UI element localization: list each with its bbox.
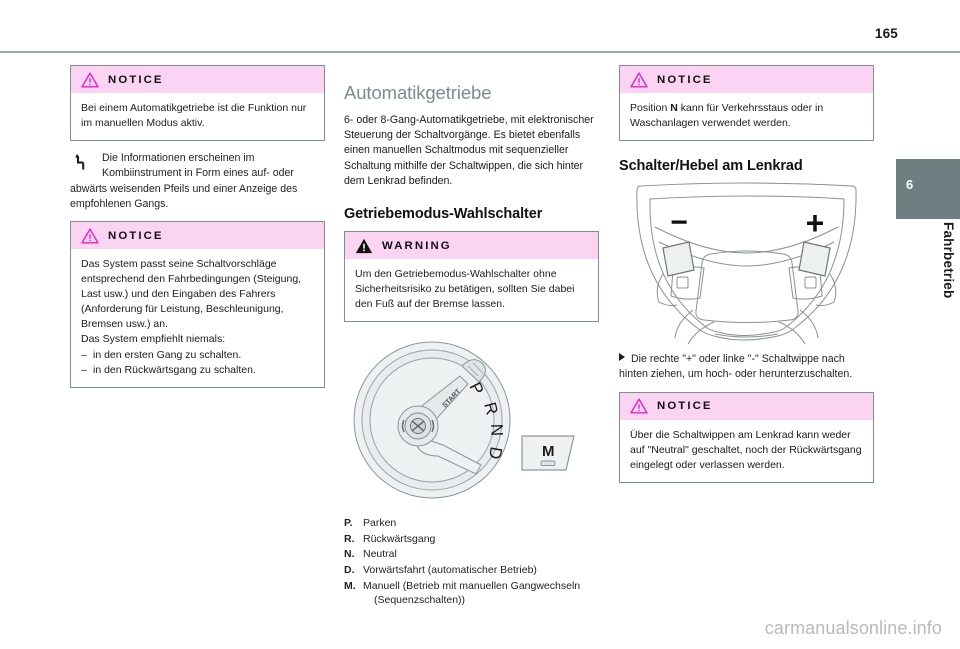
notice-text: Bei einem Automatikgetriebe ist die Funk…: [81, 102, 307, 130]
dash-marker: –: [81, 363, 87, 376]
notice-text-pre: Position: [630, 102, 671, 114]
notice-box-manual-mode: NOTICE Bei einem Automatikgetriebe ist d…: [70, 65, 325, 142]
dial-label-n: N: [487, 424, 506, 437]
notice-header: NOTICE: [620, 66, 873, 93]
notice-text-bold: N: [670, 102, 678, 114]
notice-title: NOTICE: [657, 400, 713, 413]
rotary-gear-selector-diagram: START P R N D M: [344, 332, 599, 507]
legend-key: R.: [344, 532, 355, 545]
section-heading-automatikgetriebe: Automatikgetriebe: [344, 82, 492, 103]
intro-paragraph: 6- oder 8-Gang-Automatikgetriebe, mit el…: [344, 114, 594, 187]
notice-box-paddle-limits: NOTICE Über die Schaltwippen am Lenkrad …: [619, 391, 874, 483]
notice-dash-list: – in den ersten Gang zu schalten. – in d…: [81, 348, 314, 378]
notice-header: NOTICE: [620, 392, 873, 420]
legend-key: D.: [344, 564, 355, 577]
notice-header: NOTICE: [71, 222, 324, 249]
legend-value: Parken: [363, 517, 397, 530]
column-middle: Automatikgetriebe 6- oder 8-Gang-Automat…: [344, 56, 599, 609]
note-line-2: Kombiinstrument in Form eines auf- oder: [102, 167, 294, 180]
legend-key: P.: [344, 517, 353, 530]
dash-marker: –: [81, 348, 87, 361]
legend-value-text: Manuell (Betrieb mit manuellen Gangwechs…: [363, 579, 581, 592]
gear-indicator-note-text: Die Informationen erscheinen im Kombiins…: [70, 151, 325, 212]
warning-triangle-outline-icon: [81, 71, 99, 88]
legend-item-r: R. Rückwärtsgang: [344, 532, 599, 547]
column-right: NOTICE Position N kann für Verkehrsstaus…: [619, 56, 874, 493]
chapter-tab-number: 6: [906, 177, 914, 192]
legend-item-n: N. Neutral: [344, 547, 599, 562]
warning-triangle-outline-icon: [630, 398, 648, 414]
notice-title: NOTICE: [657, 73, 713, 86]
warning-box-selector: WARNING Um den Getriebemodus-Wahlschalte…: [344, 231, 599, 323]
notice-paragraph-2: Das System empfiehlt niemals:: [81, 333, 226, 346]
legend-key: M.: [344, 579, 356, 592]
steering-wheel-illustration: − +: [636, 182, 857, 345]
notice-body: Über die Schaltwippen am Lenkrad kann we…: [620, 420, 873, 482]
list-item: – in den Rückwärtsgang zu schalten.: [81, 363, 314, 378]
legend-value: Vorwärtsfahrt (automatischer Betrieb): [363, 564, 537, 577]
note-line-4: empfohlenen Gangs.: [70, 197, 169, 210]
paddle-minus-label: −: [670, 206, 688, 239]
legend-value: Rückwärtsgang: [363, 532, 436, 545]
legend-item-m: M. Manuell (Betrieb mit manuellen Gangwe…: [344, 579, 599, 608]
list-item-text: in den Rückwärtsgang zu schalten.: [93, 363, 256, 376]
legend-value: Neutral: [363, 548, 397, 561]
notice-body: Bei einem Automatikgetriebe ist die Funk…: [71, 93, 324, 140]
paddle-plus-label: +: [806, 205, 825, 241]
manual-button-label: M: [542, 443, 555, 460]
site-watermark: carmanualsonline.info: [764, 618, 942, 638]
legend-item-p: P. Parken: [344, 516, 599, 531]
subsection-heading-lenkrad: Schalter/Hebel am Lenkrad: [619, 158, 803, 175]
warning-header: WARNING: [345, 232, 598, 260]
page-header: 165: [0, 0, 960, 56]
warning-triangle-solid-icon: [355, 238, 373, 253]
gear-shift-indicator-icon: [75, 153, 85, 170]
warning-triangle-outline-icon: [81, 227, 99, 244]
dial-label-d: D: [485, 446, 506, 461]
warning-title: WARNING: [382, 239, 452, 252]
notice-box-neutral-position: NOTICE Position N kann für Verkehrsstaus…: [619, 65, 874, 142]
paddle-usage-instruction: Die rechte "+" oder linke "-" Schaltwipp…: [619, 352, 874, 382]
column-left: NOTICE Bei einem Automatikgetriebe ist d…: [70, 56, 325, 398]
warning-triangle-outline-icon: [630, 71, 648, 88]
gear-position-legend: P. Parken R. Rückwärtsgang N. Neutral D.…: [344, 516, 599, 608]
gear-selector-illustration: START P R N D M: [353, 341, 575, 499]
notice-title: NOTICE: [108, 73, 164, 86]
dial-label-r: R: [480, 400, 502, 417]
page-number: 165: [874, 26, 898, 41]
notice-text-post: kann für Verkehrsstaus oder in Waschanla…: [630, 102, 824, 130]
chapter-tab-label: Fahrbetrieb: [941, 222, 956, 299]
legend-value-continuation: (Sequenzschalten)): [374, 594, 466, 607]
list-item: – in den ersten Gang zu schalten.: [81, 348, 314, 363]
steering-wheel-paddle-shifters-diagram: − +: [619, 182, 874, 345]
warning-body: Um den Getriebemodus-Wahlschalter ohne S…: [345, 259, 598, 321]
content-columns: NOTICE Bei einem Automatikgetriebe ist d…: [0, 56, 960, 606]
notice-paragraph-1: Das System passt seine Schaltvorschläge …: [81, 258, 302, 331]
note-line-3: abwärts weisenden Pfeils und einer Anzei…: [70, 182, 298, 195]
legend-key: N.: [344, 548, 355, 561]
list-item-text: in den ersten Gang zu schalten.: [93, 348, 242, 361]
gear-indicator-note: Die Informationen erscheinen im Kombiins…: [70, 151, 325, 212]
note-line-1: Die Informationen erscheinen im: [102, 152, 255, 165]
paddle-usage-text: Die rechte "+" oder linke "-" Schaltwipp…: [619, 353, 853, 381]
legend-value: Manuell (Betrieb mit manuellen Gangwechs…: [363, 579, 599, 608]
notice-text: Über die Schaltwippen am Lenkrad kann we…: [630, 428, 862, 471]
notice-body: Position N kann für Verkehrsstaus oder i…: [620, 93, 873, 140]
notice-header: NOTICE: [71, 66, 324, 93]
notice-title: NOTICE: [108, 229, 164, 242]
warning-text: Um den Getriebemodus-Wahlschalter ohne S…: [355, 268, 575, 311]
notice-body: Das System passt seine Schaltvorschläge …: [71, 249, 324, 387]
notice-box-shift-suggestions: NOTICE Das System passt seine Schaltvors…: [70, 221, 325, 388]
header-divider: [0, 51, 960, 53]
legend-item-d: D. Vorwärtsfahrt (automatischer Betrieb): [344, 563, 599, 578]
notice-text: Position N kann für Verkehrsstaus oder i…: [630, 101, 863, 131]
chapter-tab: 6: [896, 159, 960, 219]
subsection-heading-wahlschalter: Getriebemodus-Wahlschalter: [344, 206, 543, 223]
arrow-bullet-icon: [619, 353, 625, 362]
